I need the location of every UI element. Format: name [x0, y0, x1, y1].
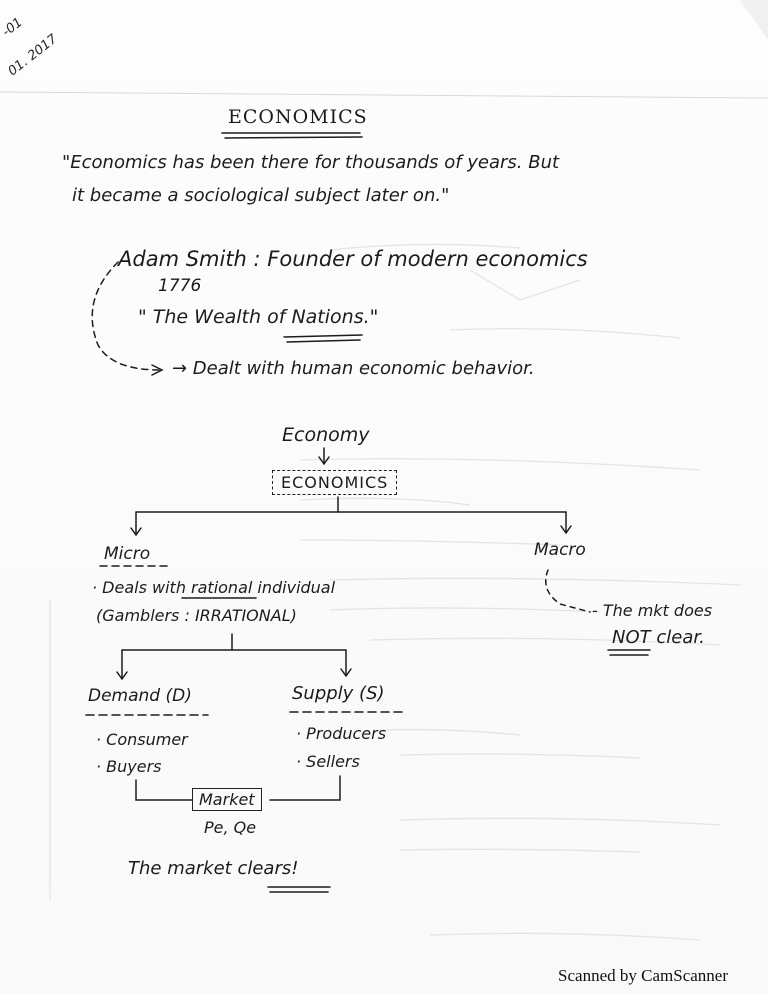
macro-label: Macro — [534, 540, 586, 560]
supply-item: · Producers — [296, 724, 387, 743]
demand-label: Demand (D) — [88, 686, 192, 706]
micro-label: Micro — [104, 544, 151, 564]
dealt-with-line: → Dealt with human economic behavior. — [172, 358, 535, 379]
quote-line-2: it became a sociological subject later o… — [72, 185, 450, 206]
micro-note-2: (Gamblers : IRRATIONAL) — [96, 606, 297, 625]
page-title: ECONOMICS — [228, 106, 368, 128]
demand-item: · Buyers — [96, 757, 162, 776]
market-clears-line: The market clears! — [128, 858, 299, 879]
adam-smith-line: Adam Smith : Founder of modern economics — [118, 247, 588, 271]
micro-note-1: · Deals with rational individual — [92, 578, 336, 597]
demand-item: · Consumer — [96, 730, 188, 749]
supply-item: · Sellers — [296, 752, 360, 771]
year-1776: 1776 — [158, 276, 202, 296]
quote-line-1: "Economics has been there for thousands … — [62, 152, 560, 173]
supply-label: Supply (S) — [292, 683, 385, 704]
macro-note-1: - The mkt does — [592, 601, 713, 620]
scanner-watermark: Scanned by CamScanner — [558, 966, 728, 985]
macro-note-2: NOT clear. — [612, 627, 705, 648]
equilibrium-label: Pe, Qe — [204, 818, 257, 837]
book-title: " The Wealth of Nations." — [138, 306, 379, 328]
economy-label: Economy — [282, 424, 370, 446]
economics-box: ECONOMICS — [272, 470, 398, 495]
